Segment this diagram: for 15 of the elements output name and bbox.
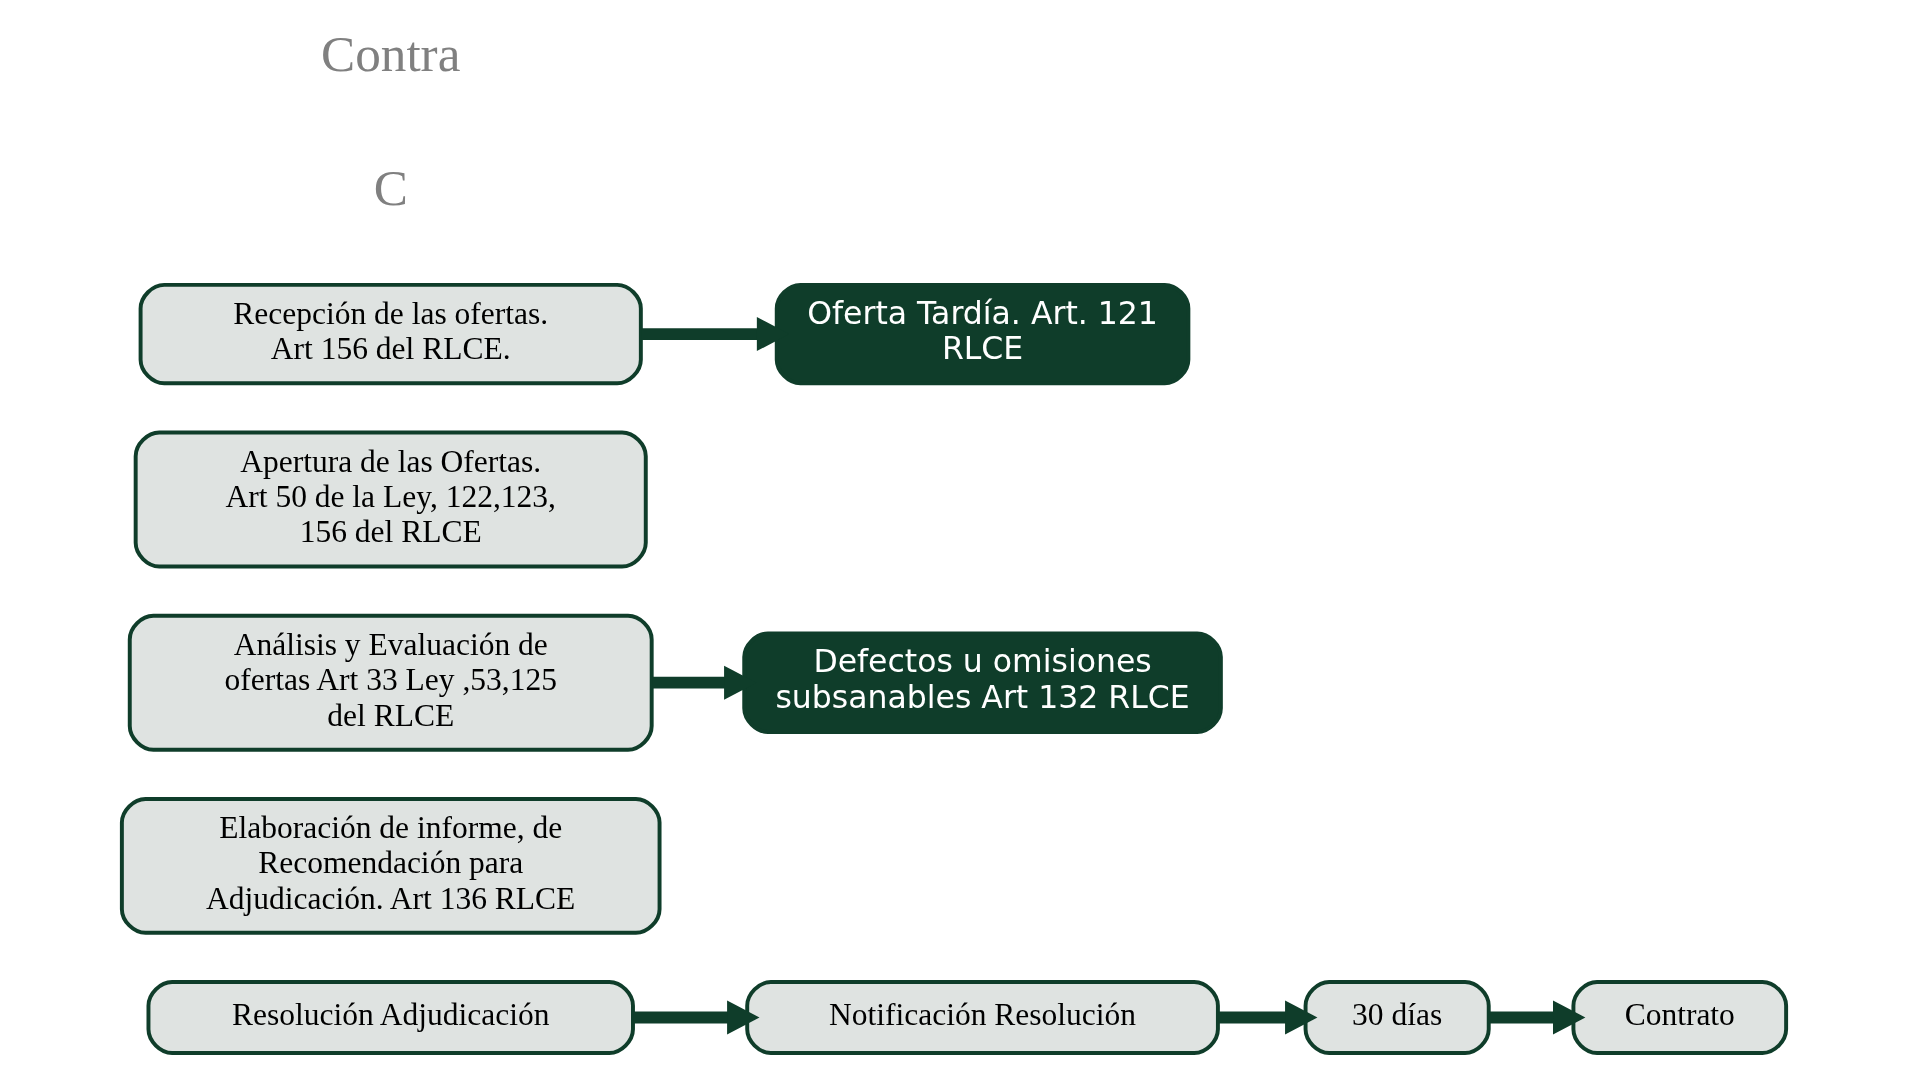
node-box: Notificación Resolución — [745, 980, 1220, 1055]
node-box: Análisis y Evaluación de ofertas Art 33 Ley ,53,125 del RLCE — [127, 613, 654, 752]
label: C — [373, 158, 408, 216]
node-box: 30 días — [1303, 980, 1491, 1055]
label: Contra — [321, 24, 461, 82]
node-box: Defectos u omisiones subsanables Art 132 RLCE — [742, 631, 1223, 734]
arrow — [1488, 1000, 1586, 1035]
node-box: Resolución Adjudicación — [146, 980, 635, 1055]
node-box: Recepción de las ofertas. Art 156 del RLCE. — [138, 282, 643, 386]
node-box: Oferta Tardía. Art. 121 RLCE — [774, 282, 1191, 386]
arrow — [633, 1000, 760, 1035]
node-box: Elaboración de informe, de Recomendación para Adjudicación. Art 136 RLCE — [119, 796, 662, 935]
arrow — [1218, 1000, 1318, 1035]
node-box: Apertura de las Ofertas. Art 50 de la Ley, 122,123, 156 del RLCE — [133, 430, 648, 569]
node-box: Contrato — [1571, 980, 1789, 1055]
